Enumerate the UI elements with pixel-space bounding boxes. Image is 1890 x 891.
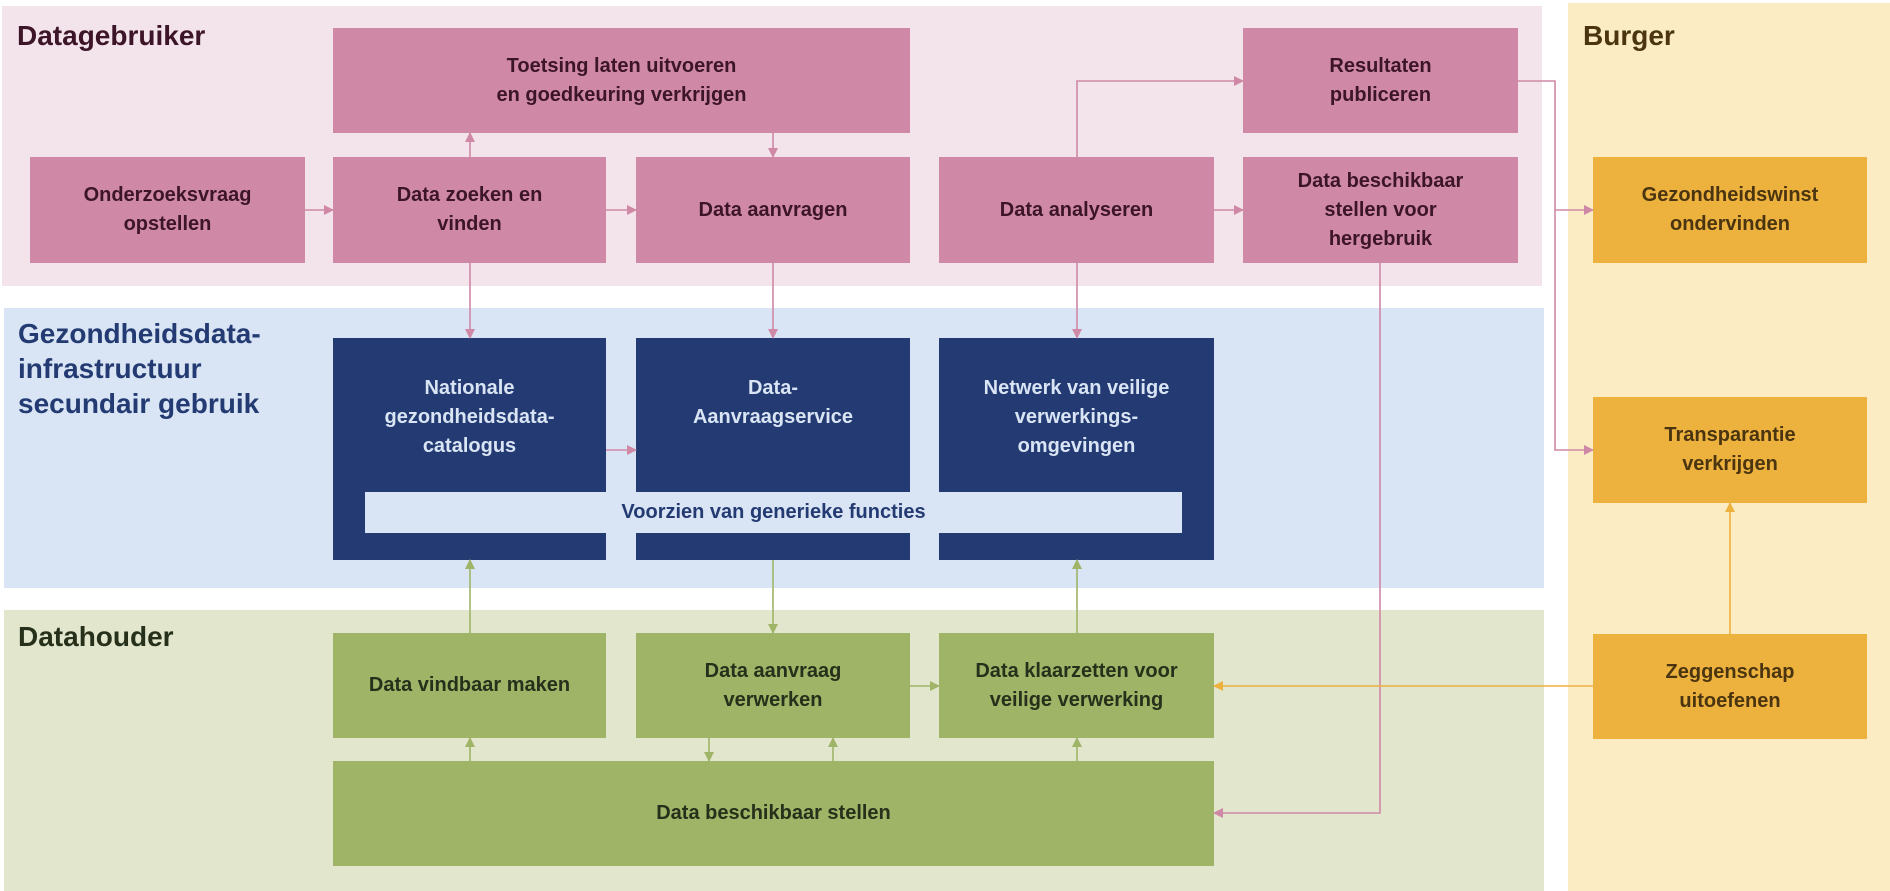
box-beschikbaar-stellen[interactable]: Data beschikbaar stellen [333,761,1214,866]
panel-title-infrastructuur: Gezondheidsdata- infrastructuur secundai… [18,318,261,419]
panel-title-datagebruiker: Datagebruiker [17,20,206,51]
box-resultaten[interactable]: Resultaten publiceren [1243,28,1518,133]
box-onderzoeksvraag[interactable]: Onderzoeksvraag opstellen [30,157,305,263]
box-data-zoeken[interactable]: Data zoeken en vinden [333,157,606,263]
box-zeggenschap[interactable]: Zeggenschap uitoefenen [1593,634,1867,739]
strip-generieke-functies[interactable]: Voorzien van generieke functies [365,492,1182,533]
box-klaarzetten[interactable]: Data klaarzetten voor veilige verwerking [939,633,1214,738]
panel-title-burger: Burger [1583,20,1675,51]
box-transparantie[interactable]: Transparantie verkrijgen [1593,397,1867,503]
panel-title-datahouder: Datahouder [18,621,174,652]
box-data-hergebruik[interactable]: Data beschikbaar stellen voor hergebruik [1243,157,1518,263]
box-gezondheidswinst[interactable]: Gezondheidswinst ondervinden [1593,157,1867,263]
box-toetsing[interactable]: Toetsing laten uitvoeren en goedkeuring … [333,28,910,133]
box-data-aanvragen[interactable]: Data aanvragen [636,157,910,263]
box-aanvraag-verwerken[interactable]: Data aanvraag verwerken [636,633,910,738]
box-data-analyseren[interactable]: Data analyseren [939,157,1214,263]
box-data-vindbaar[interactable]: Data vindbaar maken [333,633,606,738]
